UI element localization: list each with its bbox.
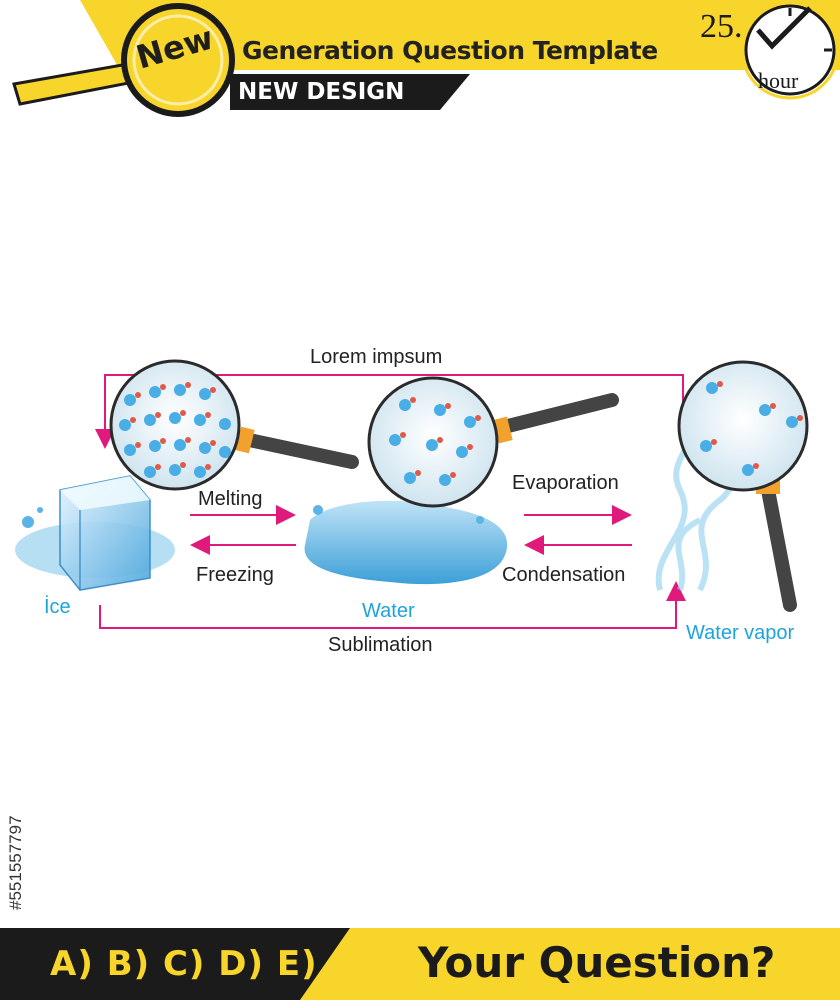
timer-unit: hour [758,68,799,93]
page-title: Generation Question Template [242,36,658,65]
ice-cube-icon [15,475,175,591]
footer-banner [0,928,840,1000]
sublimation-arrow [99,581,686,629]
water-puddle-icon [304,500,508,585]
stock-id: #551557797 [6,815,25,910]
magnifier-icon [12,3,235,117]
top-process-arrow [95,374,684,449]
evaporation-label: Evaporation [512,472,619,494]
state-water-label: Water [362,600,415,622]
question-text: Your Question? [418,938,776,987]
sublimation-label: Sublimation [328,634,433,656]
water-molecules [389,397,481,486]
top-process-label: Lorem impsum [310,346,443,368]
magnifier-vapor-icon [677,360,809,612]
condensation-label: Condensation [502,564,626,586]
state-vapor-label: Water vapor [686,622,795,644]
melting-label: Melting [198,488,263,510]
header-banner [12,0,840,117]
vapor-molecules [700,381,803,476]
state-ice-label: İce [44,596,71,618]
answer-options: A) B) C) D) E) [50,944,318,984]
ice-molecules [119,382,231,478]
state-change-diagram [15,359,809,629]
subtitle-label: NEW DESIGN [238,79,405,105]
freezing-label: Freezing [196,564,274,586]
clock-icon [740,0,840,100]
timer-number: 25. [700,8,743,45]
